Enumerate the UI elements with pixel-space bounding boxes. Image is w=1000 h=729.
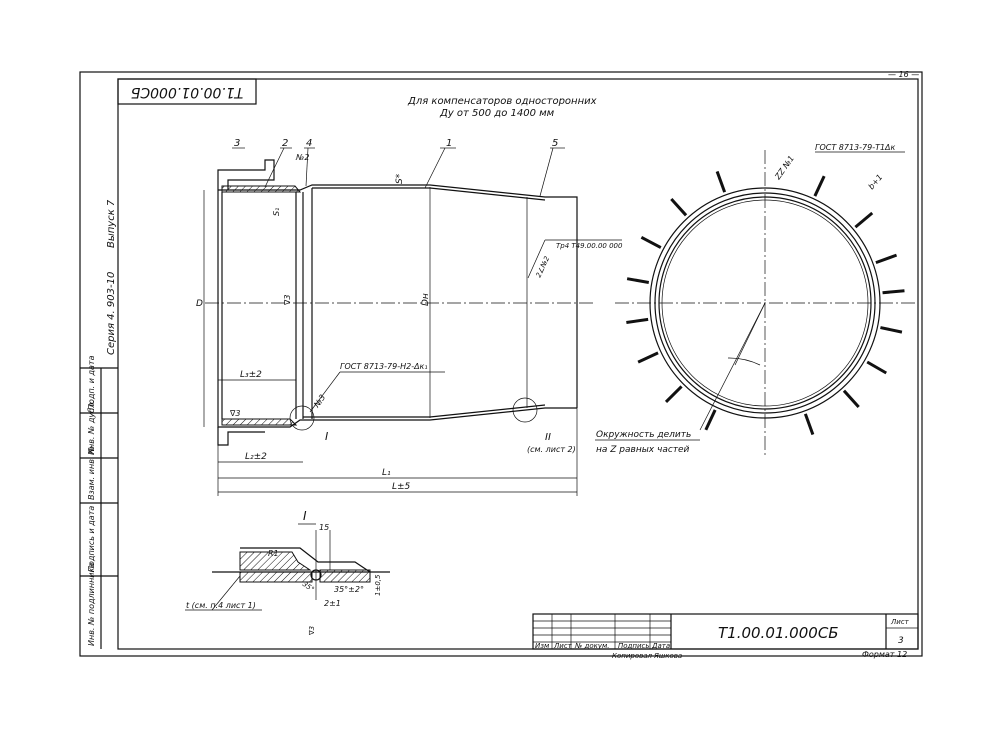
inner-frame xyxy=(117,78,919,650)
svg-text:S₁: S₁ xyxy=(272,208,281,216)
svg-text:2: 2 xyxy=(282,138,288,149)
circle-view: Окружность делить на Z равных частей ГОС… xyxy=(595,143,915,458)
svg-text:Копировал: Копировал xyxy=(612,652,653,660)
rib-7 xyxy=(803,413,815,436)
svg-text:№ докум.: № докум. xyxy=(574,642,610,650)
margin-field-4: Инв. № дубл. xyxy=(87,400,96,455)
svg-text:b+1: b+1 xyxy=(867,173,885,192)
rib-9 xyxy=(664,385,683,404)
svg-text:∇3: ∇3 xyxy=(308,626,316,636)
rib-13 xyxy=(640,235,662,249)
svg-text:4: 4 xyxy=(306,138,312,149)
svg-text:D: D xyxy=(196,299,203,309)
svg-text:Изм: Изм xyxy=(535,642,550,650)
svg-text:ГОСТ 8713-79-Т1Δк: ГОСТ 8713-79-Т1Δк xyxy=(815,143,896,152)
svg-text:Подпись: Подпись xyxy=(618,642,650,650)
rib-14 xyxy=(670,197,688,217)
svg-text:∇3: ∇3 xyxy=(229,409,240,418)
svg-text:Яшкова: Яшкова xyxy=(653,652,682,660)
svg-text:L₂±2: L₂±2 xyxy=(245,452,267,462)
series-label: Серия 4. 903-10 xyxy=(106,272,117,355)
stamp-box xyxy=(117,78,257,105)
margin-field-1: Инв. № подлинника xyxy=(87,563,96,646)
title-code: Т1.00.01.000СБ xyxy=(718,624,839,642)
svg-text:L₃±2: L₃±2 xyxy=(240,370,262,380)
rib-1 xyxy=(854,211,874,229)
rib-10 xyxy=(637,351,659,364)
svg-text:L₁: L₁ xyxy=(382,468,391,478)
header-note-2: Ду от 500 до 1400 мм xyxy=(439,108,555,119)
svg-text:(см. лист 2): (см. лист 2) xyxy=(527,445,576,454)
svg-text:3: 3 xyxy=(234,138,240,149)
svg-text:35°: 35° xyxy=(301,580,316,594)
svg-text:2±1: 2±1 xyxy=(324,599,341,608)
issue-label: Выпуск 7 xyxy=(106,199,117,248)
svg-text:Тр4 Т49.00.00 000: Тр4 Т49.00.00 000 xyxy=(556,242,623,250)
rib-2 xyxy=(875,253,898,265)
svg-text:R1: R1 xyxy=(268,549,279,558)
svg-text:1±0,5: 1±0,5 xyxy=(374,574,382,596)
rib-6 xyxy=(842,389,860,409)
svg-text:t (см. п.4 лист 1): t (см. п.4 лист 1) xyxy=(186,601,256,610)
svg-text:1: 1 xyxy=(446,138,452,149)
stamp-code: Т1.00.01.000СБ xyxy=(131,84,244,100)
svg-text:№2: №2 xyxy=(295,153,309,162)
detail-I: I 15 R1 35° 35°±2° 2±1 1±0,5 ∇3 t (см. п… xyxy=(185,509,390,636)
header-note-1: Для компенсаторов односторонних xyxy=(407,96,597,107)
margin-field-2: Подпись и дата xyxy=(87,506,96,572)
rib-8 xyxy=(704,409,717,431)
svg-text:35°±2°: 35°±2° xyxy=(334,585,364,594)
rib-5 xyxy=(866,360,887,375)
rib-15 xyxy=(715,170,727,193)
page-mark: — 16 — xyxy=(888,70,919,79)
svg-text:S*: S* xyxy=(395,173,405,184)
margin-field-5: Подп. и дата xyxy=(87,355,96,410)
svg-text:II: II xyxy=(545,432,551,443)
svg-text:I: I xyxy=(325,430,328,443)
svg-text:Формат 12: Формат 12 xyxy=(862,650,907,659)
title-block: Изм Лист № докум. Подпись Дата Т1.00.01.… xyxy=(532,613,919,660)
svg-text:I: I xyxy=(303,509,307,523)
svg-text:∇3: ∇3 xyxy=(283,295,292,306)
svg-text:ГОСТ 8713-79-Н2-Δк₁: ГОСТ 8713-79-Н2-Δк₁ xyxy=(340,362,428,371)
svg-text:Окружность делить: Окружность делить xyxy=(596,430,691,440)
rib-12 xyxy=(626,277,650,284)
svg-text:на Z равных частей: на Z равных частей xyxy=(596,445,690,455)
rib-11 xyxy=(626,317,649,324)
svg-text:L±5: L±5 xyxy=(392,482,411,492)
svg-text:№3: №3 xyxy=(312,393,328,410)
svg-text:5: 5 xyxy=(552,138,558,149)
outer-frame xyxy=(79,71,923,657)
svg-text:ZZ №1: ZZ №1 xyxy=(773,154,796,182)
svg-text:15: 15 xyxy=(319,523,329,532)
compensator-side-view: D Dн L₃±2 L₂±2 L₁ L±5 I II (см. лист 2) … xyxy=(196,138,623,496)
svg-text:3: 3 xyxy=(898,636,904,646)
svg-text:Лист: Лист xyxy=(553,642,573,650)
svg-text:Дата: Дата xyxy=(651,642,670,650)
svg-text:Лист: Лист xyxy=(890,618,910,626)
rib-0 xyxy=(813,175,826,197)
rib-3 xyxy=(882,289,905,295)
margin-field-3: Взам. инв. № xyxy=(87,446,96,500)
svg-text:Dн: Dн xyxy=(421,293,431,306)
rib-4 xyxy=(880,326,903,334)
